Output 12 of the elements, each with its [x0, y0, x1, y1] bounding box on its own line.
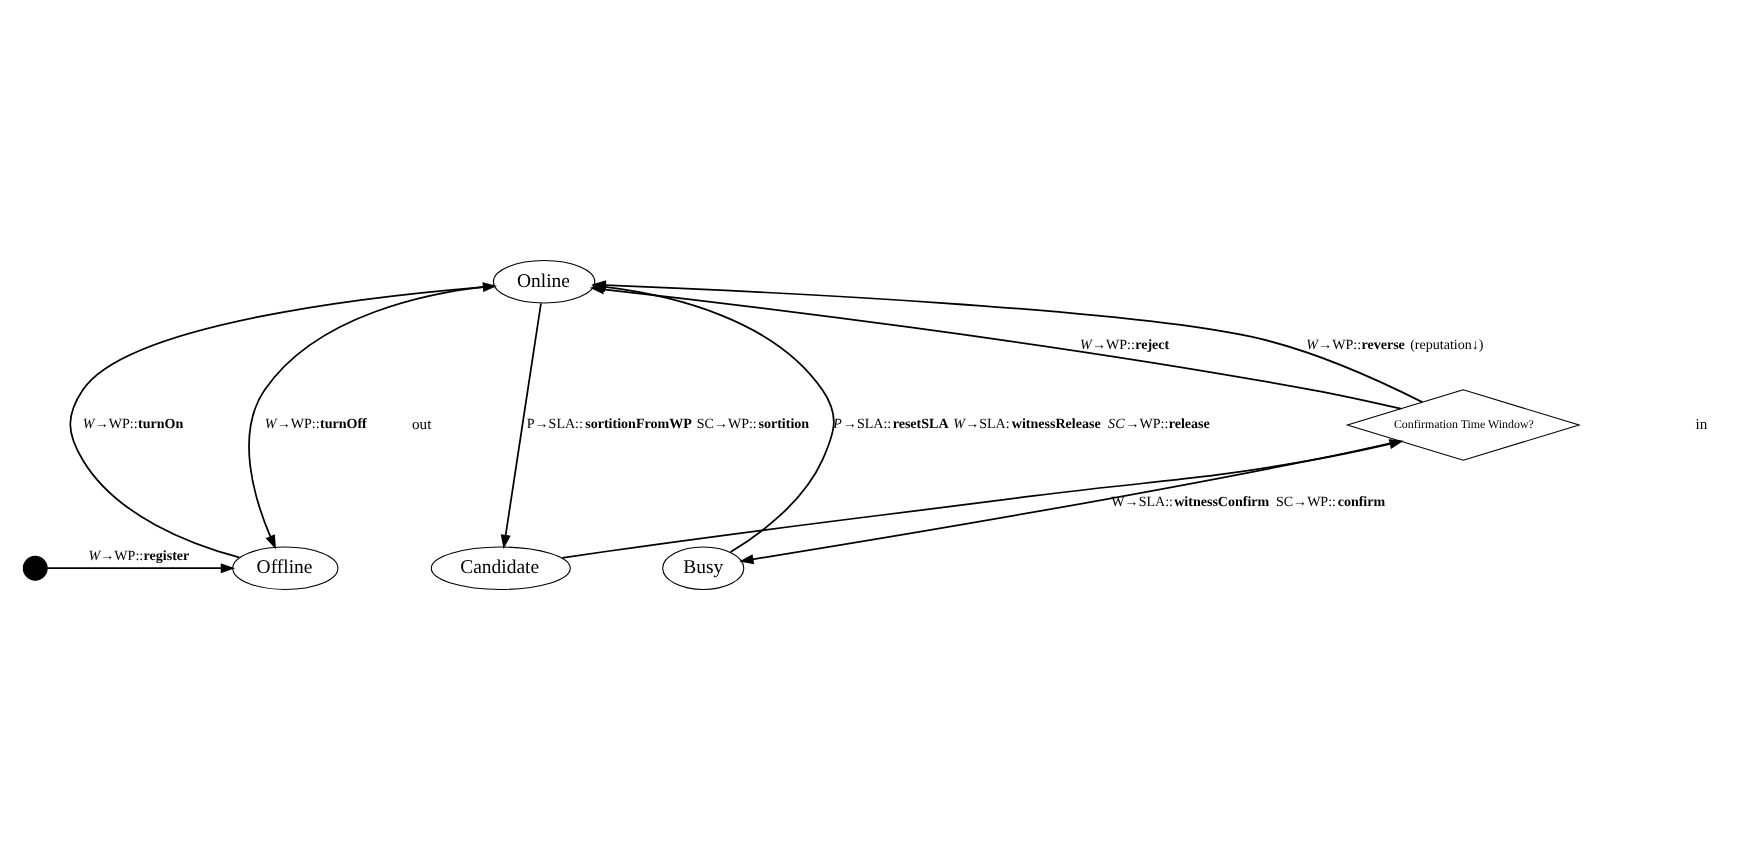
node-ellipse: Online — [491, 260, 595, 304]
node-circle — [21, 555, 47, 581]
label: out — [411, 415, 431, 434]
arrow — [738, 440, 1400, 565]
arrow — [499, 302, 541, 550]
node-ellipse: Candidate — [429, 546, 570, 590]
arrow — [45, 563, 235, 574]
arrow — [68, 282, 497, 559]
label: in — [1694, 415, 1707, 434]
node-ellipse: Busy — [661, 546, 744, 590]
arrow — [247, 284, 495, 550]
node-ellipse: Offline — [231, 546, 338, 590]
